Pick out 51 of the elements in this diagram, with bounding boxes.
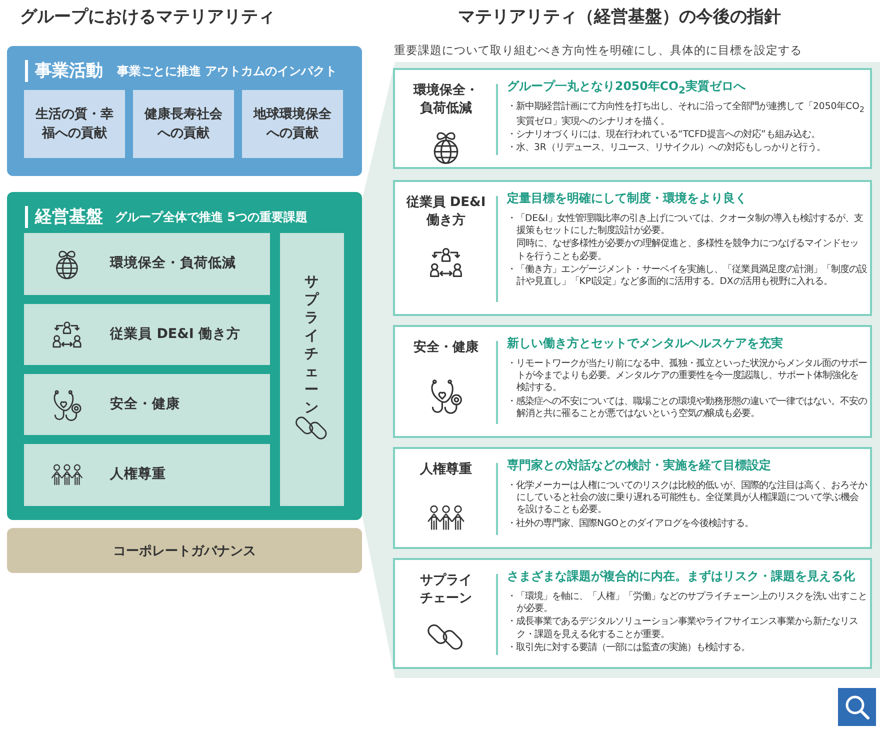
issue-box [24,233,270,295]
bullet-text: ・「DE&I」女性管理職比率の引き上げについては、クオータ制の導入も検討するが、支援策もセットにした制度設計が必要。 [507,213,864,238]
bullet-text: ・水、3R（リデュース、リユース、リサイクル）への対応もしっかりと行う。 [507,142,826,155]
panel-subheading: 事業ごとに推進 アウトカムのインパクト [117,63,338,80]
bullet-text: ・「環境」を軸に、「人権」「労働」などのサプライチェーン上のリスクを洗い出すことが必要。 [507,591,867,616]
panel-heading: 事業活動 [35,60,103,82]
heading: マテリアリティ（経営基盤）の今後の指針 [458,6,781,28]
panel-heading: 経営基盤 [35,206,103,228]
bullet-text: ・リモートワークが当たり前になる中、孤独・孤立といった状況からメンタル面のサポートが今までよりも必要。メンタルケアの重要性を今一度認識し、サポート体制強化を検討する。 [507,358,867,395]
category-box: 地球環境保全への貢献 [242,90,343,158]
issue-card [393,558,872,669]
issue-label: 安全・健康 [110,394,180,412]
issue-box [280,233,344,506]
card-label: 安全・健康 [412,339,480,357]
issue-label: サプライチェーン [304,273,319,417]
card-headline: 定量目標を明確にして制度・環境をより良く [507,191,747,207]
card-headline: グループ一丸となり2050年CO$_{2}$実質ゼロへ [507,79,746,96]
bullet-text: ・シナリオづくりには、現在行われている“TCFD提言への対応”も組み込む。 [507,129,821,142]
bullet-text: ・取引先に対する要請（一部には監査の実施）も検討する。 [507,642,751,654]
issue-label: 人権尊重 [110,465,166,483]
category-box: 健康長寿社会への貢献 [133,90,234,158]
issue-box [24,374,270,435]
issue-card [393,180,872,316]
panel [7,192,362,520]
card-label: 環境保全・負荷低減 [412,82,480,118]
heading: グループにおけるマテリアリティ [20,6,275,28]
card-label: 従業員 DE&I 働き方 [405,194,487,230]
card-label: サプライチェーン [419,572,473,608]
card-headline: 専門家との対話などの検討・実施を経て目標設定 [507,458,771,474]
bullet-text: ・社外の専門家、国際NGOとのダイアログを今後検討する。 [507,518,754,530]
card-headline: さまざまな課題が複合的に内在。まずはリスク・課題を見える化 [507,569,855,585]
governance-bar: コーポレートガバナンス [7,528,362,573]
issue-card [393,447,872,549]
bullet-text: ・成長事業であるデジタルソリューション事業やライフサイエンス事業から新たなリスク・課題を見える化することが重要。 [507,616,859,641]
issue-box [24,444,270,506]
issue-card [393,325,872,438]
bullet-text: ・化学メーカーは人権についてのリスクは比較的低いが、国際的な注目は高く、おろそかにしていると社会の波に乗り遅れる可能性も。全従業員が人権課題について学ぶ機会を設けることも必要。 [507,480,867,517]
bullet-text: ・「働き方」エンゲージメント・サーベイを実施し、「従業員満足度の計測」「制度の設計や見直し」「KPI設定」など多面的に活用する。DXの活用も視野に入れる。 [507,264,867,288]
bullet-text: ・感染症への不安については、職場ごとの環境や勤務形態の違いで一律ではない。不安の解消と共に罹ることが悪ではないという空気の醸成も必要。 [507,396,867,420]
category-box: 生活の質・幸福への貢献 [24,90,125,158]
issue-label: 従業員 DE&I 働き方 [110,324,241,342]
bullet-text: 同時に、なぜ多様性が必要かの理解促進と、多様性を競争力につなげるマインドセットを行うことも必要。 [515,238,860,263]
issue-box [24,304,270,365]
card-headline: 新しい働き方とセットでメンタルヘルスケアを充実 [507,336,783,352]
issue-label: 環境保全・負荷低減 [110,254,236,272]
bullet-text: ・新中期経営計画にて方向性を打ち出し、それに沿って全部門が連携して「2050年CO$_{2}$実質ゼロ」実現へのシナリオを描く。 [507,101,866,128]
issue-card [393,68,872,169]
card-label: 人権尊重 [418,461,473,479]
panel-subheading: グループ全体で推進 5つの重要課題 [115,209,308,226]
subtitle: 重要課題について取り組むべき方向性を明確にし、具体的に目標を設定する [394,43,802,58]
panel [7,46,362,176]
